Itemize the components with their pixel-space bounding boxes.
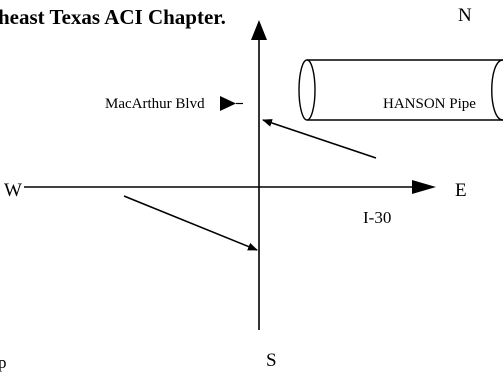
route-arrow-from-west [123,195,258,251]
hanson-pipe-landmark: HANSON Pipe [298,59,503,121]
east-label: E [455,180,467,201]
pipe-label: HANSON Pipe [383,96,476,112]
pipe-right-end [491,59,503,121]
south-label: S [266,350,277,371]
cropped-text-fragment: p [0,353,7,372]
i30-label: I-30 [363,208,391,227]
east-arrowhead [412,180,436,194]
north-label: N [458,5,472,26]
north-arrowhead [251,20,267,40]
west-label: W [4,180,22,201]
macarthur-pointer-icon [220,96,236,111]
macarthur-blvd-label: MacArthur Blvd [105,96,205,112]
route-arrow-from-east [262,119,377,159]
page-heading: heast Texas ACI Chapter. [0,5,226,29]
pipe-left-end [298,59,316,121]
